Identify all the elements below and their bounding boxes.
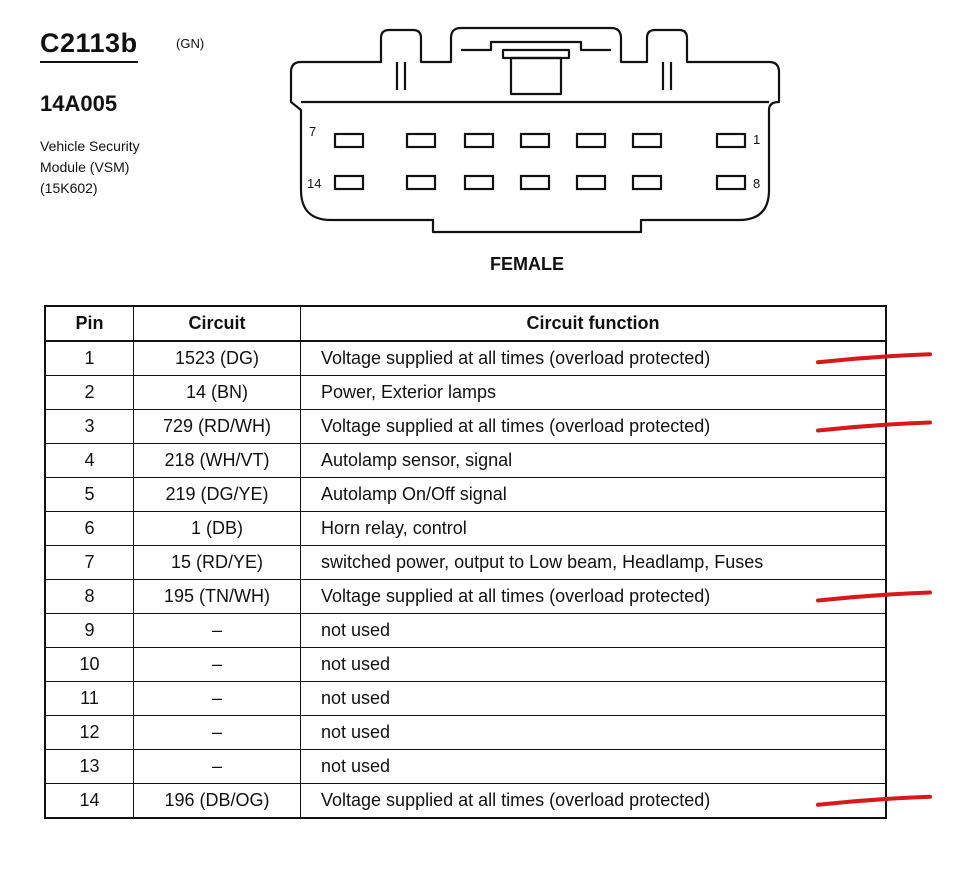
pin-cavity (715, 132, 747, 149)
function-cell: not used (300, 681, 887, 716)
function-cell: not used (300, 749, 887, 784)
pin-cell: 8 (44, 579, 134, 614)
pin-cavity (715, 174, 747, 191)
circuit-cell: – (133, 715, 301, 750)
pin-label-14: 14 (307, 176, 321, 191)
connector-housing-outline (289, 26, 781, 234)
pin-cell: 11 (44, 681, 134, 716)
function-cell: Voltage supplied at all times (overload … (300, 409, 887, 444)
function-cell: Autolamp On/Off signal (300, 477, 887, 512)
table-header-row: Pin Circuit Circuit function (44, 305, 887, 342)
pin-cell: 14 (44, 783, 134, 819)
pin-cavity (575, 132, 607, 149)
header-function: Circuit function (300, 305, 887, 342)
function-cell: Voltage supplied at all times (overload … (300, 783, 887, 819)
header-pin: Pin (44, 305, 134, 342)
right-latch (661, 62, 673, 90)
left-latch (395, 62, 407, 90)
circuit-cell: – (133, 613, 301, 648)
connector-color-code: (GN) (176, 36, 205, 51)
function-cell: Horn relay, control (300, 511, 887, 546)
header-circuit: Circuit (133, 305, 301, 342)
pin-cell: 2 (44, 375, 134, 410)
center-lock-tab (461, 40, 611, 52)
pin-cell: 13 (44, 749, 134, 784)
circuit-cell: – (133, 647, 301, 682)
pin-cell: 10 (44, 647, 134, 682)
function-cell: Voltage supplied at all times (overload … (300, 579, 887, 614)
connector-title-block: C2113b (GN) 14A005 Vehicle Security Modu… (40, 28, 260, 196)
pin-cell: 4 (44, 443, 134, 478)
pin-cavity (519, 132, 551, 149)
function-cell: switched power, output to Low beam, Head… (300, 545, 887, 580)
pin-label-8: 8 (753, 176, 760, 191)
pin-cell: 3 (44, 409, 134, 444)
pin-cavity (631, 174, 663, 191)
table-row: 12–not used (44, 715, 887, 750)
pin-cavity (519, 174, 551, 191)
circuit-cell: 14 (BN) (133, 375, 301, 410)
pin-cavity (631, 132, 663, 149)
pin-cavity (575, 174, 607, 191)
module-description: Vehicle Security Module (VSM) (15K602) (40, 136, 240, 199)
pin-cavity (405, 132, 437, 149)
function-cell: Voltage supplied at all times (overload … (300, 340, 887, 376)
circuit-cell: 1 (DB) (133, 511, 301, 546)
function-cell: not used (300, 613, 887, 648)
pin-cavity (463, 174, 495, 191)
function-cell: Autolamp sensor, signal (300, 443, 887, 478)
circuit-cell: 195 (TN/WH) (133, 579, 301, 614)
pin-cell: 6 (44, 511, 134, 546)
function-cell: not used (300, 647, 887, 682)
pin-cell: 9 (44, 613, 134, 648)
pin-cell: 1 (44, 340, 134, 376)
circuit-cell: 729 (RD/WH) (133, 409, 301, 444)
table-row: 11–not used (44, 681, 887, 716)
pin-cavity (463, 132, 495, 149)
pin-cell: 12 (44, 715, 134, 750)
table-row: 9–not used (44, 613, 887, 648)
circuit-cell: 15 (RD/YE) (133, 545, 301, 580)
circuit-cell: 196 (DB/OG) (133, 783, 301, 819)
description-line: Vehicle Security (40, 138, 140, 154)
description-line: Module (VSM) (40, 159, 130, 175)
circuit-cell: 218 (WH/VT) (133, 443, 301, 478)
connector-face-diagram: 7 1 14 8 (289, 26, 781, 234)
center-lock-block (509, 56, 563, 96)
circuit-cell: – (133, 681, 301, 716)
function-cell: Power, Exterior lamps (300, 375, 887, 410)
pin-cavity (333, 132, 365, 149)
lock-ridge (501, 48, 571, 60)
circuit-cell: 219 (DG/YE) (133, 477, 301, 512)
circuit-cell: 1523 (DG) (133, 340, 301, 376)
function-cell: not used (300, 715, 887, 750)
table-row: 10–not used (44, 647, 887, 682)
pin-cavity (333, 174, 365, 191)
connector-id: C2113b (40, 28, 138, 63)
pin-cavity (405, 174, 437, 191)
connector-gender-label: FEMALE (490, 254, 564, 274)
table-row: 13–not used (44, 749, 887, 784)
pin-label-1: 1 (753, 132, 760, 147)
pin-cell: 7 (44, 545, 134, 580)
pin-label-7: 7 (309, 124, 316, 139)
description-line: (15K602) (40, 180, 98, 196)
part-number: 14A005 (40, 91, 118, 116)
circuit-cell: – (133, 749, 301, 784)
pin-cell: 5 (44, 477, 134, 512)
